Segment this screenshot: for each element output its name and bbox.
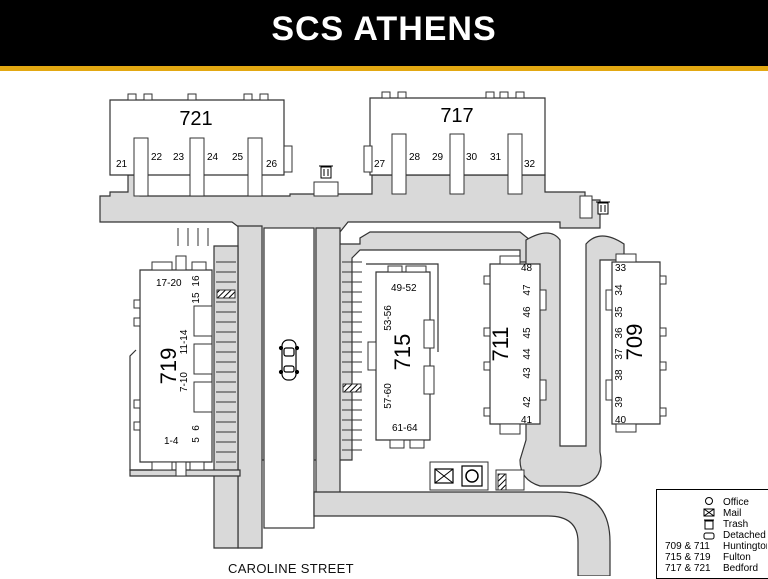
unit-61-64: 61-64 <box>392 423 418 434</box>
unit-29: 29 <box>432 152 444 163</box>
unit-37: 37 <box>614 348 625 360</box>
dumpster-pad-east <box>579 195 593 219</box>
unit-42: 42 <box>522 396 533 408</box>
legend-office: Office <box>723 497 749 508</box>
unit-27: 27 <box>374 159 386 170</box>
unit-15: 15 <box>191 292 202 304</box>
unit-34: 34 <box>614 284 625 296</box>
entry-road <box>237 225 263 549</box>
unit-35: 35 <box>614 306 625 318</box>
building-715 <box>366 263 439 449</box>
building-721-number: 721 <box>179 108 212 130</box>
unit-32: 32 <box>524 159 536 170</box>
unit-57-60: 57-60 <box>383 383 394 409</box>
building-709 <box>605 253 667 433</box>
office-legend-icon <box>705 497 713 505</box>
mail-legend-icon <box>703 508 715 517</box>
trash-icon-east <box>596 201 610 215</box>
header-accent-stripe <box>0 66 768 71</box>
trash-legend-icon <box>704 519 714 530</box>
unit-17-20: 17-20 <box>156 278 182 289</box>
unit-43: 43 <box>522 367 533 379</box>
unit-33: 33 <box>615 263 627 274</box>
legend-row-2-name: Fulton <box>723 552 751 563</box>
office-icon <box>461 465 483 487</box>
legend-mail: Mail <box>723 508 742 519</box>
unit-45: 45 <box>522 327 533 339</box>
legend-row-3-buildings: 717 & 721 <box>665 563 711 574</box>
bottom-road <box>313 491 611 576</box>
parking-715 <box>342 261 362 451</box>
unit-31: 31 <box>490 152 502 163</box>
unit-36: 36 <box>614 327 625 339</box>
accessible-space-719 <box>216 289 236 299</box>
accessible-space-715 <box>342 383 362 393</box>
unit-1-4: 1-4 <box>164 436 179 447</box>
unit-48: 48 <box>521 263 533 274</box>
unit-44: 44 <box>522 348 533 360</box>
legend-row-1-name: Huntington <box>723 541 767 552</box>
unit-23: 23 <box>173 152 185 163</box>
building-717-number: 717 <box>440 105 473 127</box>
unit-30: 30 <box>466 152 478 163</box>
unit-22: 22 <box>151 152 163 163</box>
unit-11-14: 11-14 <box>179 329 190 354</box>
unit-53-56: 53-56 <box>383 305 394 331</box>
legend-row-3-name: Bedford <box>723 563 759 574</box>
building-719 <box>129 255 213 477</box>
top-drive <box>99 174 601 461</box>
building-719-number: 719 <box>156 348 181 385</box>
street-label: CAROLINE STREET <box>228 561 354 576</box>
unit-46: 46 <box>522 306 533 318</box>
detached-legend-icon <box>703 532 715 540</box>
unit-7-10: 7-10 <box>179 372 190 392</box>
building-721 <box>109 93 293 197</box>
trash-icon <box>319 165 333 179</box>
legend-row-1-buildings: 709 & 711 <box>665 541 710 552</box>
building-711 <box>483 255 547 435</box>
unit-21: 21 <box>116 159 128 170</box>
unit-16: 16 <box>191 275 202 287</box>
legend-row-2-buildings: 715 & 719 <box>665 552 711 563</box>
unit-41: 41 <box>521 415 533 426</box>
unit-38: 38 <box>614 369 625 381</box>
unit-39: 39 <box>614 396 625 408</box>
legend-trash: Trash <box>723 519 749 530</box>
unit-47: 47 <box>522 284 533 296</box>
unit-49-52: 49-52 <box>391 283 417 294</box>
dumpster-pad <box>313 181 339 197</box>
lot-road-east <box>315 227 341 515</box>
header-bar <box>0 0 768 66</box>
unit-40: 40 <box>615 415 627 426</box>
unit-28: 28 <box>409 152 421 163</box>
car-icon <box>278 339 300 381</box>
legend-detached: Detached <box>723 530 766 541</box>
mail-icon <box>434 468 454 484</box>
page-title: SCS ATHENS <box>271 10 497 48</box>
building-715-number: 715 <box>390 334 415 371</box>
building-711-number: 711 <box>488 326 513 361</box>
unit-25: 25 <box>232 152 244 163</box>
unit-5: 5 <box>191 437 202 443</box>
unit-26: 26 <box>266 159 278 170</box>
unit-24: 24 <box>207 152 219 163</box>
parking-719 <box>177 228 236 463</box>
legend-icons <box>703 497 715 540</box>
unit-6: 6 <box>191 425 202 431</box>
map-legend: Office Mail Trash Detached 709 & 711 Hun… <box>656 489 768 579</box>
building-717 <box>363 91 546 195</box>
building-709-number: 709 <box>622 324 647 361</box>
